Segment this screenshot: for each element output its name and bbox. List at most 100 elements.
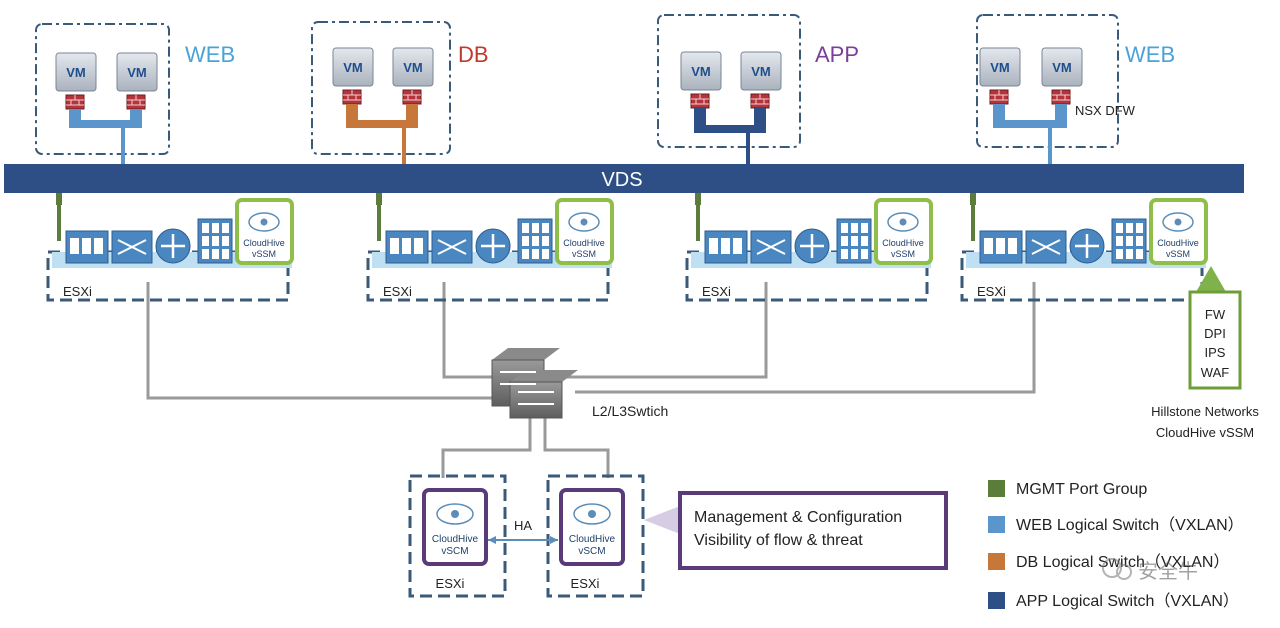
vm-label: VM (127, 65, 147, 80)
l2-l3-switch: L2/L3Swtich (491, 348, 668, 419)
function-fw: FW (1205, 307, 1226, 322)
router-icon (794, 228, 830, 264)
watermark-text: 安全牛 (1138, 560, 1198, 583)
vnic-icon (979, 230, 1023, 264)
cloud-eye-icon (887, 212, 919, 232)
callout-line2: Visibility of flow & threat (694, 532, 863, 549)
esxi-label: ESXi (63, 284, 92, 299)
legend-label-db: DB Logical Switch（VXLAN） (1016, 553, 1229, 571)
logical-switch-link (346, 120, 418, 128)
vscm-line1: CloudHive (432, 534, 479, 545)
virtual-switch-icon (1025, 230, 1067, 264)
legend-label-web: WEB Logical Switch（VXLAN） (1016, 516, 1244, 534)
vssm-line2: vSSM (252, 249, 276, 259)
legend-label-app: APP Logical Switch（VXLAN） (1016, 592, 1239, 610)
vm-label: VM (343, 60, 363, 75)
vssm-line2: vSSM (891, 249, 915, 259)
esxi-hosts: CloudHivevSSMESXiCloudHivevSSMESXiCloudH… (46, 193, 1208, 302)
esxi-label: ESXi (383, 284, 412, 299)
router-icon (155, 228, 191, 264)
group-label: DB (458, 42, 489, 67)
vm-label: VM (691, 64, 711, 79)
vm-group-web-1: WEB (35, 23, 235, 155)
logical-switch-link (694, 125, 766, 133)
uplink-host-3 (560, 282, 768, 379)
logical-switch-link (993, 120, 1067, 128)
group-label: WEB (185, 42, 235, 67)
firewall-icon (989, 89, 1009, 105)
legend-swatch-db (988, 553, 1005, 570)
cloud-eye-icon (436, 503, 474, 525)
ha-label: HA (514, 518, 532, 533)
switch-label: L2/L3Swtich (592, 403, 668, 419)
firewall-block-icon (1111, 218, 1147, 264)
mgmt-port (376, 193, 382, 205)
firewall-block-icon (197, 218, 233, 264)
vssm-line2: vSSM (572, 249, 596, 259)
vssm-line1: CloudHive (563, 238, 605, 248)
uplink-host-1 (146, 282, 500, 400)
vm-icon: VM (680, 51, 722, 91)
vscm-line2: vSCM (578, 546, 605, 557)
firewall-block-icon (517, 218, 553, 264)
vm-icon: VM (332, 47, 374, 87)
vscm-host-1: CloudHive vSCM ESXi (408, 474, 507, 598)
firewall-icon (402, 89, 422, 105)
hillstone-line2: CloudHive vSSM (1156, 425, 1254, 440)
group-label: WEB (1125, 42, 1175, 67)
uplink-host-4 (575, 282, 1036, 394)
management-callout: Management & Configuration Visibility of… (644, 491, 948, 570)
cloud-eye-icon (568, 212, 600, 232)
vm-label: VM (751, 64, 771, 79)
firewall-icon (750, 93, 770, 109)
uplink-vscm-1 (441, 405, 532, 478)
vssm-line2: vSSM (1166, 249, 1190, 259)
cloud-eye-icon (1162, 212, 1194, 232)
host-uplinks (146, 282, 1036, 478)
mgmt-port (56, 193, 62, 205)
esxi-label: ESXi (977, 284, 1006, 299)
uplink-vscm-2 (543, 405, 610, 478)
logical-switch-link (69, 120, 142, 128)
cloud-eye-icon (248, 212, 280, 232)
vssm-function-stack: FW DPI IPS WAF Hillstone Networks CloudH… (1151, 266, 1259, 440)
ha-link: HA (488, 518, 558, 544)
watermark: 安全牛 (1102, 558, 1198, 583)
hillstone-line1: Hillstone Networks (1151, 404, 1259, 419)
vm-label: VM (990, 60, 1010, 75)
legend: MGMT Port Group WEB Logical Switch（VXLAN… (988, 480, 1244, 610)
firewall-icon (690, 93, 710, 109)
vscm-line1: CloudHive (569, 534, 616, 545)
firewall-icon (342, 89, 362, 105)
vm-group-web-2: WEB NSX DFW (976, 14, 1175, 148)
function-waf: WAF (1201, 365, 1229, 380)
mgmt-port (695, 193, 701, 205)
vm-pair-3: VM VM (680, 51, 782, 164)
vnic-icon (385, 230, 429, 264)
switch-arrows-icon (500, 371, 554, 405)
firewall-block-icon (836, 218, 872, 264)
legend-swatch-app (988, 592, 1005, 609)
group-label: APP (815, 42, 859, 67)
legend-swatch-web (988, 516, 1005, 533)
esxi-label: ESXi (571, 576, 600, 591)
vnic-icon (65, 230, 109, 264)
router-icon (475, 228, 511, 264)
vssm-line1: CloudHive (882, 238, 924, 248)
callout-line1: Management & Configuration (694, 509, 902, 526)
vds-bar: VDS (4, 164, 1244, 193)
esxi-label: ESXi (436, 576, 465, 591)
function-dpi: DPI (1204, 326, 1226, 341)
vm-icon: VM (55, 52, 97, 92)
